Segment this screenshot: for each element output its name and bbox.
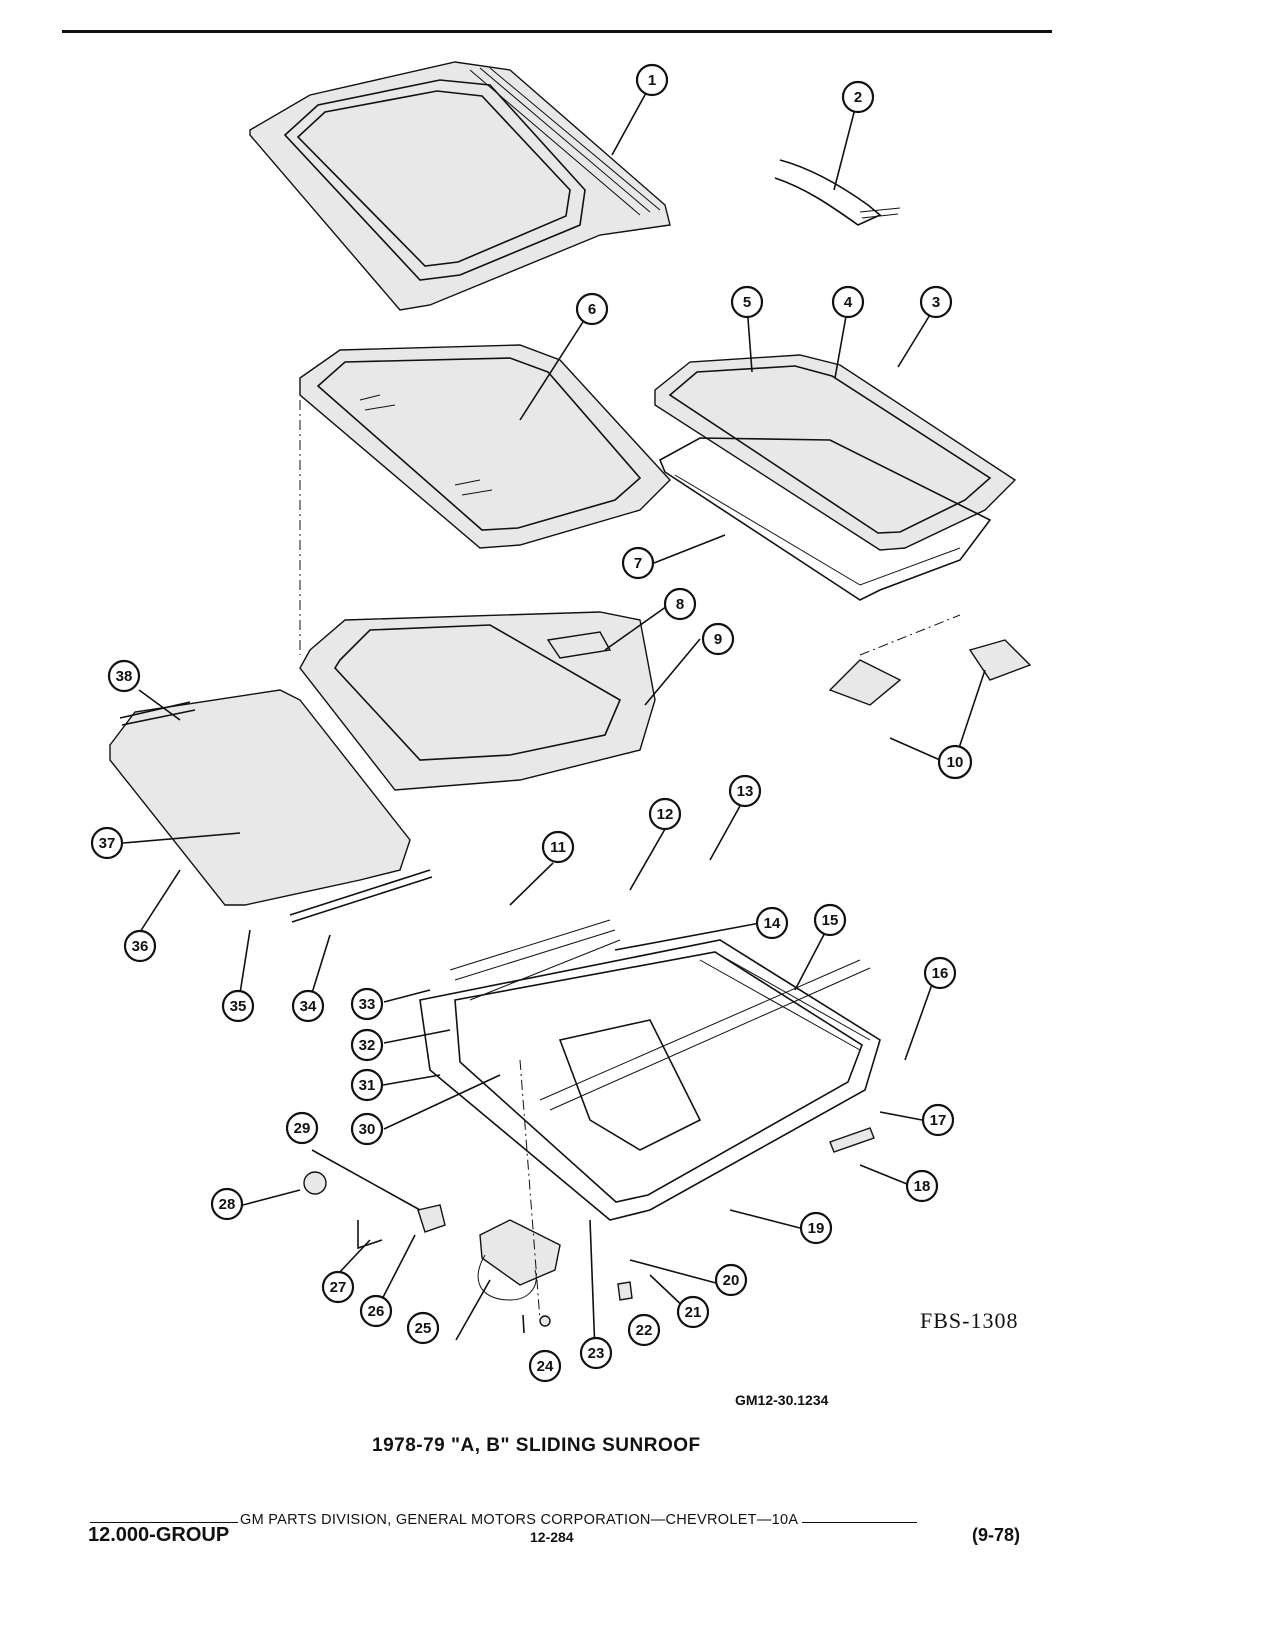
callout-24: 24 bbox=[528, 1349, 562, 1383]
callout-8: 8 bbox=[663, 587, 697, 621]
svg-text:21: 21 bbox=[685, 1304, 702, 1321]
weatherstrip bbox=[774, 159, 901, 226]
svg-text:38: 38 bbox=[116, 668, 133, 685]
svg-text:34: 34 bbox=[300, 998, 317, 1015]
callout-1: 1 bbox=[635, 63, 669, 97]
callout-18: 18 bbox=[905, 1169, 939, 1203]
svg-text:25: 25 bbox=[415, 1320, 432, 1337]
svg-text:9: 9 bbox=[714, 631, 722, 648]
svg-text:29: 29 bbox=[294, 1120, 311, 1137]
callout-38: 38 bbox=[107, 659, 141, 693]
page-number: 12-284 bbox=[530, 1529, 574, 1545]
svg-text:28: 28 bbox=[219, 1196, 236, 1213]
svg-text:36: 36 bbox=[132, 938, 149, 955]
callout-19: 19 bbox=[799, 1211, 833, 1245]
callout-15: 15 bbox=[813, 903, 847, 937]
sunroof-motor bbox=[477, 1219, 561, 1301]
callout-6: 6 bbox=[575, 292, 609, 326]
svg-text:7: 7 bbox=[634, 555, 642, 572]
callout-28: 28 bbox=[210, 1187, 244, 1221]
svg-text:30: 30 bbox=[359, 1121, 376, 1138]
callout-30: 30 bbox=[350, 1112, 384, 1146]
svg-text:22: 22 bbox=[636, 1322, 653, 1339]
callout-2: 2 bbox=[841, 80, 875, 114]
svg-text:3: 3 bbox=[932, 294, 940, 311]
callout-10: 10 bbox=[937, 744, 973, 780]
callout-33: 33 bbox=[350, 987, 384, 1021]
callout-20: 20 bbox=[714, 1263, 748, 1297]
callout-5: 5 bbox=[730, 285, 764, 319]
top-rule bbox=[62, 30, 1052, 33]
svg-text:5: 5 bbox=[743, 294, 751, 311]
svg-text:11: 11 bbox=[550, 839, 566, 856]
callout-37: 37 bbox=[90, 826, 124, 860]
callout-16: 16 bbox=[923, 956, 957, 990]
callout-4: 4 bbox=[831, 285, 865, 319]
callout-31: 31 bbox=[350, 1068, 384, 1102]
callout-29: 29 bbox=[285, 1111, 319, 1145]
callout-12: 12 bbox=[648, 797, 682, 831]
svg-text:37: 37 bbox=[99, 835, 116, 852]
callout-25: 25 bbox=[406, 1311, 440, 1345]
callout-3: 3 bbox=[919, 285, 953, 319]
figure-code: GM12-30.1234 bbox=[735, 1392, 829, 1408]
svg-text:19: 19 bbox=[808, 1220, 825, 1237]
callout-9: 9 bbox=[701, 622, 735, 656]
group-label: 12.000-GROUP bbox=[88, 1524, 230, 1546]
svg-text:2: 2 bbox=[854, 89, 862, 106]
callout-36: 36 bbox=[123, 929, 157, 963]
publisher-line: GM PARTS DIVISION, GENERAL MOTORS CORPOR… bbox=[89, 1512, 918, 1528]
svg-text:4: 4 bbox=[844, 294, 853, 311]
svg-text:26: 26 bbox=[368, 1303, 385, 1320]
callout-14: 14 bbox=[755, 906, 789, 940]
callout-22: 22 bbox=[627, 1313, 661, 1347]
hardware-bits bbox=[303, 631, 1032, 1327]
svg-text:6: 6 bbox=[588, 301, 596, 318]
roof-panel bbox=[249, 61, 671, 311]
svg-text:31: 31 bbox=[359, 1077, 376, 1094]
svg-text:20: 20 bbox=[723, 1272, 740, 1289]
svg-text:27: 27 bbox=[330, 1279, 347, 1296]
callout-7: 7 bbox=[621, 546, 655, 580]
svg-text:1: 1 bbox=[648, 72, 656, 89]
svg-text:23: 23 bbox=[588, 1345, 605, 1362]
glass-panel bbox=[299, 344, 671, 549]
callout-17: 17 bbox=[921, 1103, 955, 1137]
svg-text:8: 8 bbox=[676, 596, 684, 613]
svg-text:13: 13 bbox=[737, 783, 754, 800]
sunshade bbox=[109, 689, 433, 923]
callout-11: 11 bbox=[541, 830, 575, 864]
revision-date: (9-78) bbox=[972, 1525, 1021, 1545]
callout-26: 26 bbox=[359, 1294, 393, 1328]
svg-text:18: 18 bbox=[914, 1178, 931, 1195]
reference-code: FBS-1308 bbox=[920, 1308, 1019, 1333]
svg-text:15: 15 bbox=[822, 912, 839, 929]
svg-text:24: 24 bbox=[537, 1358, 554, 1375]
svg-text:33: 33 bbox=[359, 996, 376, 1013]
leader-lines bbox=[122, 81, 986, 1353]
callout-13: 13 bbox=[728, 774, 762, 808]
callout-23: 23 bbox=[579, 1336, 613, 1370]
callout-21: 21 bbox=[676, 1295, 710, 1329]
svg-text:16: 16 bbox=[932, 965, 949, 982]
svg-text:35: 35 bbox=[230, 998, 247, 1015]
track-frame-assembly bbox=[419, 919, 881, 1221]
figure-title: 1978-79 "A, B" SLIDING SUNROOF bbox=[372, 1435, 701, 1456]
svg-text:32: 32 bbox=[359, 1037, 376, 1054]
svg-text:12: 12 bbox=[657, 806, 674, 823]
svg-text:17: 17 bbox=[930, 1112, 947, 1129]
svg-text:14: 14 bbox=[764, 915, 781, 932]
callout-34: 34 bbox=[291, 989, 325, 1023]
callout-27: 27 bbox=[321, 1270, 355, 1304]
callout-35: 35 bbox=[221, 989, 255, 1023]
sunshade-frames bbox=[654, 354, 1017, 601]
callout-32: 32 bbox=[350, 1028, 384, 1062]
svg-text:10: 10 bbox=[947, 754, 964, 771]
